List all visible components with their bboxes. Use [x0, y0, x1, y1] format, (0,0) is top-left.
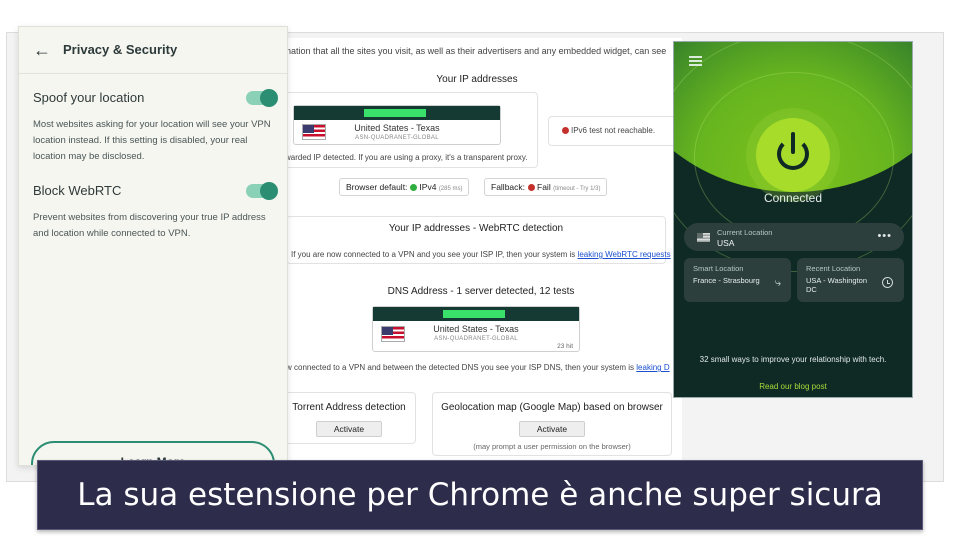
torrent-box: Torrent Address detection Activate: [282, 392, 416, 444]
masked-dns: [443, 310, 505, 318]
smart-location-card[interactable]: Smart Location France - Strasbourg ⤷: [684, 258, 791, 302]
dns-title: DNS Address - 1 server detected, 12 test…: [387, 286, 575, 297]
panel-title: Privacy & Security: [63, 42, 178, 57]
ip-section-title: Your IP addresses: [436, 74, 518, 85]
torrent-title: Torrent Address detection: [292, 402, 406, 413]
dns-box: DNS Address - 1 server detected, 12 test…: [286, 280, 676, 380]
glow-ring: [674, 42, 912, 272]
recent-location-caption: Recent Location: [806, 264, 861, 273]
torrent-activate-button[interactable]: Activate: [316, 421, 382, 437]
power-icon: [777, 138, 809, 170]
forward-note: warded IP detected. If you are using a p…: [285, 153, 528, 162]
block-webrtc-toggle[interactable]: [246, 182, 278, 200]
webrtc-title: Your IP addresses - WebRTC detection: [388, 223, 564, 234]
webrtc-leak-link[interactable]: leaking WebRTC requests: [577, 250, 671, 259]
spoof-location-label: Spoof your location: [33, 90, 145, 105]
us-flag-icon: [302, 124, 326, 140]
toggle-knob: [260, 182, 278, 200]
tip-text: 32 small ways to improve your relationsh…: [699, 355, 887, 364]
connection-status: Connected: [763, 191, 823, 205]
dns-asn: ASN-QUADRANET-GLOBAL: [434, 336, 518, 342]
recent-location-value: USA - Washington DC: [806, 276, 867, 294]
power-icon-line: [791, 132, 795, 154]
dns-leak-link[interactable]: leaking D: [636, 363, 670, 372]
dns-location: United States - Texas: [433, 324, 519, 334]
more-options-icon[interactable]: •••: [877, 230, 892, 242]
fallback-pill: Fallback:Fail (timeout - Try 1/3): [484, 178, 608, 196]
ok-dot-icon: [410, 184, 418, 191]
spoof-location-description: Most websites asking for your location w…: [33, 119, 271, 162]
dns-note: w connected to a VPN and between the det…: [286, 363, 670, 372]
ip-address-bar: [294, 106, 500, 120]
browser-default-pill: Browser default:IPv4 (285 ms): [339, 178, 470, 196]
us-flag-icon: [381, 326, 405, 342]
block-webrtc-description: Prevent websites from discovering your t…: [33, 212, 266, 239]
ipv4-box: United States - Texas ASN-QUADRANET-GLOB…: [284, 92, 538, 168]
back-arrow-icon[interactable]: ←: [33, 40, 51, 60]
menu-icon[interactable]: [689, 56, 702, 66]
dns-card: United States - Texas ASN-QUADRANET-GLOB…: [372, 306, 580, 352]
spoof-location-toggle[interactable]: [246, 89, 278, 107]
masked-ip: [364, 109, 426, 117]
dns-address-bar: [373, 307, 579, 321]
webrtc-note: If you are now connected to a VPN and yo…: [291, 250, 671, 259]
lightning-icon: ⤷: [774, 277, 781, 289]
ipv6-box: IPv6 test not reachable.: [548, 116, 682, 146]
ip-leak-test-page: nation that all the sites you visit, as …: [272, 38, 682, 468]
ipv4-card: United States - Texas ASN-QUADRANET-GLOB…: [293, 105, 501, 145]
divider: [19, 73, 287, 74]
ipv6-status: IPv6 test not reachable.: [559, 126, 655, 135]
geolocation-activate-button[interactable]: Activate: [519, 421, 585, 437]
geolocation-title: Geolocation map (Google Map) based on br…: [441, 402, 663, 413]
dns-hits: 23 hit: [557, 343, 573, 350]
us-flag-icon: [697, 233, 710, 242]
caption-banner: La sua estensione per Chrome è anche sup…: [37, 460, 923, 530]
fail-dot-icon: [562, 127, 569, 134]
geolocation-note: (may prompt a user permission on the bro…: [473, 442, 631, 451]
toggle-knob: [260, 89, 278, 107]
geolocation-box: Geolocation map (Google Map) based on br…: [432, 392, 672, 456]
intro-text: nation that all the sites you visit, as …: [286, 46, 667, 56]
recent-location-card[interactable]: Recent Location USA - Washington DC: [797, 258, 904, 302]
current-location-selector[interactable]: Current Location USA •••: [684, 223, 904, 251]
fail-dot-icon: [528, 184, 536, 191]
clock-icon: [882, 277, 893, 288]
current-location-caption: Current Location: [717, 228, 773, 237]
ipv4-asn: ASN-QUADRANET-GLOBAL: [355, 135, 439, 141]
webrtc-box: Your IP addresses - WebRTC detection If …: [286, 216, 671, 264]
current-location-value: USA: [717, 238, 735, 248]
ipv4-location: United States - Texas: [354, 123, 440, 133]
block-webrtc-label: Block WebRTC: [33, 183, 122, 198]
blog-post-link[interactable]: Read our blog post: [759, 382, 827, 391]
power-button[interactable]: [756, 118, 830, 192]
smart-location-value: France - Strasbourg: [693, 276, 760, 285]
extension-settings-panel: ← Privacy & Security Spoof your location…: [18, 26, 288, 466]
vpn-app-panel: Connected Current Location USA ••• Smart…: [673, 41, 913, 398]
smart-location-caption: Smart Location: [693, 264, 744, 273]
